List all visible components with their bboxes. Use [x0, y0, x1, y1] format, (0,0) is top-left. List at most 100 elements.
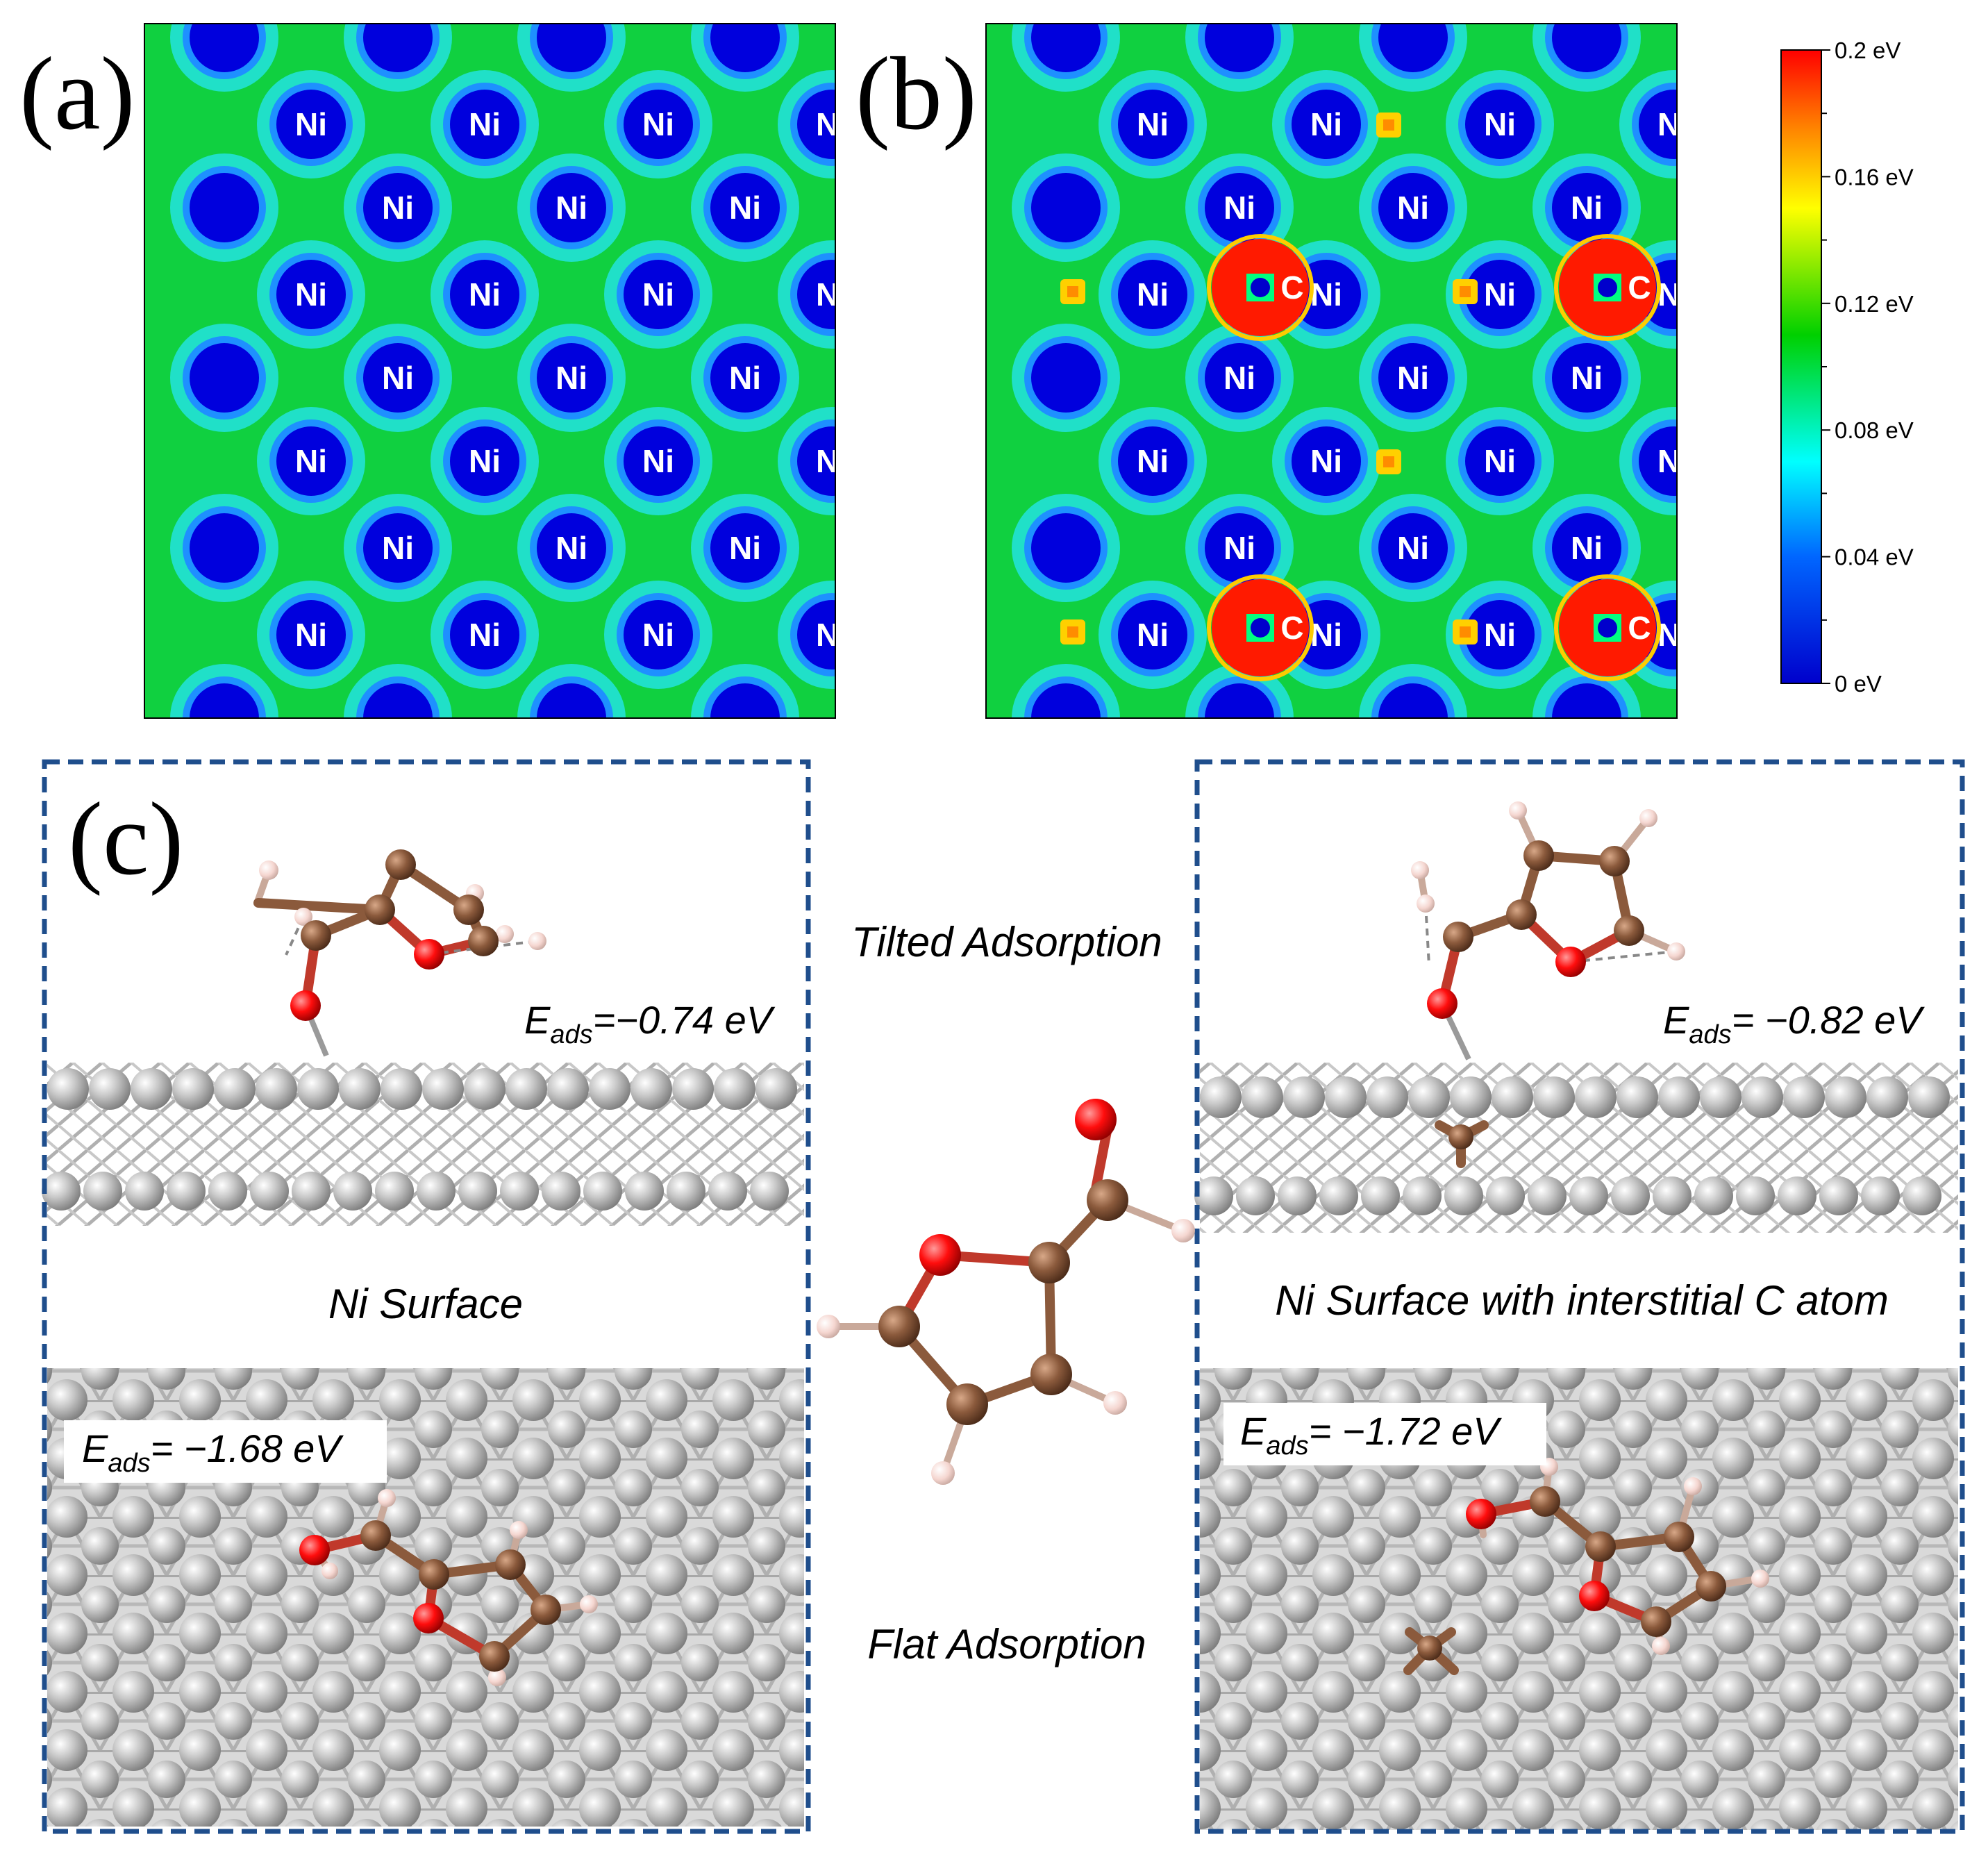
ni-site [624, 260, 693, 329]
energy-tilted-ni: Eads=−0.74 eV [524, 998, 776, 1049]
ni-site [537, 343, 606, 413]
ni-site [1205, 513, 1274, 583]
svg-text:Eads= −1.72 eV: Eads= −1.72 eV [1240, 1409, 1502, 1461]
ni-site [1031, 513, 1101, 583]
ni-label: Ni [295, 617, 327, 653]
carbon-label: C [1628, 269, 1651, 306]
ni-site [276, 260, 346, 329]
colorbar-tick-label: 0.08 eV [1835, 417, 1914, 443]
ni-label: Ni [1223, 360, 1255, 396]
ni-site [624, 426, 693, 496]
carbon-label: C [1628, 610, 1651, 646]
colorbar-tick-label: 0.04 eV [1835, 544, 1914, 570]
ni-site [797, 90, 835, 159]
ni-site [1552, 173, 1621, 242]
ni-label: Ni [1657, 106, 1689, 142]
colorbar: 0.2 eV0.16 eV0.12 eV0.08 eV0.04 eV0 eV [1780, 38, 1914, 697]
ni-label: Ni [816, 443, 848, 479]
ni-site [363, 173, 433, 242]
colorbar-tick-label: 0.12 eV [1835, 291, 1914, 317]
ni-label: Ni [1137, 106, 1169, 142]
ni-site [190, 513, 259, 583]
ni-label: Ni [1484, 276, 1516, 313]
flat-molecule-ni-c [1403, 1458, 1769, 1675]
ni-site [1118, 260, 1187, 329]
ni-label: Ni [295, 443, 327, 479]
tilted-adsorption-label: Tilted Adsorption [851, 919, 1162, 965]
colorbar-tick-label: 0.16 eV [1835, 164, 1914, 190]
ni-label: Ni [382, 360, 414, 396]
ni-site [1465, 90, 1535, 159]
interstitial-carbon-atom [1448, 1124, 1473, 1149]
ni-site [1639, 90, 1677, 159]
ni-label: Ni [642, 106, 674, 142]
ni-label: Ni [556, 530, 587, 566]
tilted-molecule-ni [253, 849, 546, 1057]
ni-label: Ni [816, 106, 848, 142]
ni-site [1031, 24, 1101, 72]
ni-label: Ni [1137, 443, 1169, 479]
ni-label: Ni [1571, 190, 1603, 226]
ni-site [537, 173, 606, 242]
ni-site [1378, 683, 1448, 718]
ni-label: Ni [1310, 106, 1342, 142]
ni-site [710, 173, 780, 242]
ni-label: Ni [1310, 276, 1342, 313]
ni-site [797, 600, 835, 669]
ni-label: Ni [729, 530, 761, 566]
svg-text:Eads= −0.82 eV: Eads= −0.82 eV [1663, 998, 1925, 1049]
ni-label: Ni [1223, 530, 1255, 566]
ni-label: Ni [295, 276, 327, 313]
ni-site [1292, 90, 1361, 159]
ni-site [1031, 683, 1101, 718]
ni-site [1465, 260, 1535, 329]
ni-label: Ni [1310, 617, 1342, 653]
energy-flat-ni: Eads= −1.68 eV [64, 1420, 387, 1483]
ni-site [1205, 173, 1274, 242]
ni-label: Ni [295, 106, 327, 142]
carbon-label: C [1280, 269, 1303, 306]
ni-label: Ni [469, 106, 501, 142]
panel-b-letter: (b) [855, 36, 977, 151]
ni-label: Ni [1484, 443, 1516, 479]
ni-site [884, 343, 953, 413]
ni-label: Ni [1484, 617, 1516, 653]
ni-label: Ni [642, 617, 674, 653]
ni-site [276, 600, 346, 669]
carbon-label: C [1280, 610, 1303, 646]
ni-label: Ni [1657, 617, 1689, 653]
ni-label: Ni [642, 443, 674, 479]
energy-tilted-ni-c: Eads= −0.82 eV [1663, 998, 1925, 1049]
ni-site [1552, 343, 1621, 413]
ni-site [1118, 426, 1187, 496]
ni-site [450, 260, 519, 329]
furfural-molecule [817, 1099, 1195, 1485]
ni-label: Ni [1397, 360, 1429, 396]
tilted-molecule-ni-c [1411, 801, 1685, 1168]
ni-label: Ni [1137, 617, 1169, 653]
ni-site [1465, 600, 1535, 669]
ni-site [1378, 173, 1448, 242]
ni-site [710, 513, 780, 583]
ni-site [1031, 343, 1101, 413]
ni-label: Ni [556, 360, 587, 396]
ni-site [537, 683, 606, 718]
ni-site [710, 343, 780, 413]
ni-site [710, 683, 780, 718]
ni-site [1726, 683, 1795, 753]
ni-site [1118, 90, 1187, 159]
ni-site [884, 513, 953, 583]
energy-flat-ni-c: Eads= −1.72 eV [1223, 1403, 1546, 1465]
ni-site [1552, 683, 1621, 718]
ni-site [537, 24, 606, 72]
ni-site [1552, 513, 1621, 583]
ni-site [450, 426, 519, 496]
ni-label: Ni [469, 276, 501, 313]
ni-site [190, 343, 259, 413]
ni-site [190, 683, 259, 718]
ni-surface-label: Ni Surface [328, 1281, 523, 1327]
ni-label: Ni [1571, 530, 1603, 566]
ni-site [1205, 24, 1274, 72]
svg-text:Eads= −1.68 eV: Eads= −1.68 eV [82, 1426, 344, 1478]
